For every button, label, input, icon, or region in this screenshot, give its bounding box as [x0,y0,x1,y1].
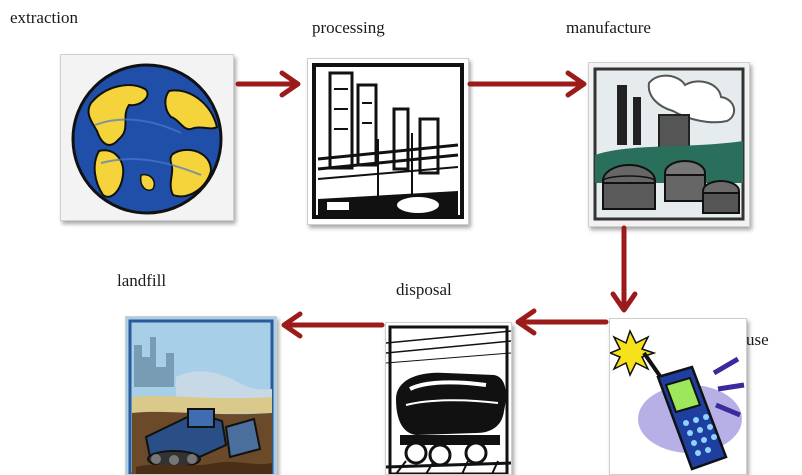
processing-image [307,58,469,225]
manufacture-image [588,62,750,227]
arrow-disposal-to-landfill [281,311,385,339]
use-image [609,318,747,475]
tanker-train-icon [386,323,511,474]
label-manufacture: manufacture [566,18,651,37]
label-use: use [746,330,769,349]
arrow-use-to-disposal [515,308,609,336]
factory-icon [589,63,749,226]
refinery-icon [308,59,468,224]
label-disposal: disposal [396,280,452,299]
bulldozer-landfill-icon [126,317,276,474]
globe-icon [71,63,223,215]
arrow-processing-to-manufacture [467,70,587,98]
disposal-image [385,322,512,475]
label-landfill: landfill [117,271,167,290]
label-processing: processing [312,18,385,37]
arrow-manufacture-to-use [610,225,638,313]
extraction-image [60,54,234,221]
landfill-image [125,316,277,475]
label-extraction: extraction [10,8,78,27]
mobile-phone-icon [610,319,746,474]
arrow-extraction-to-processing [235,70,301,98]
